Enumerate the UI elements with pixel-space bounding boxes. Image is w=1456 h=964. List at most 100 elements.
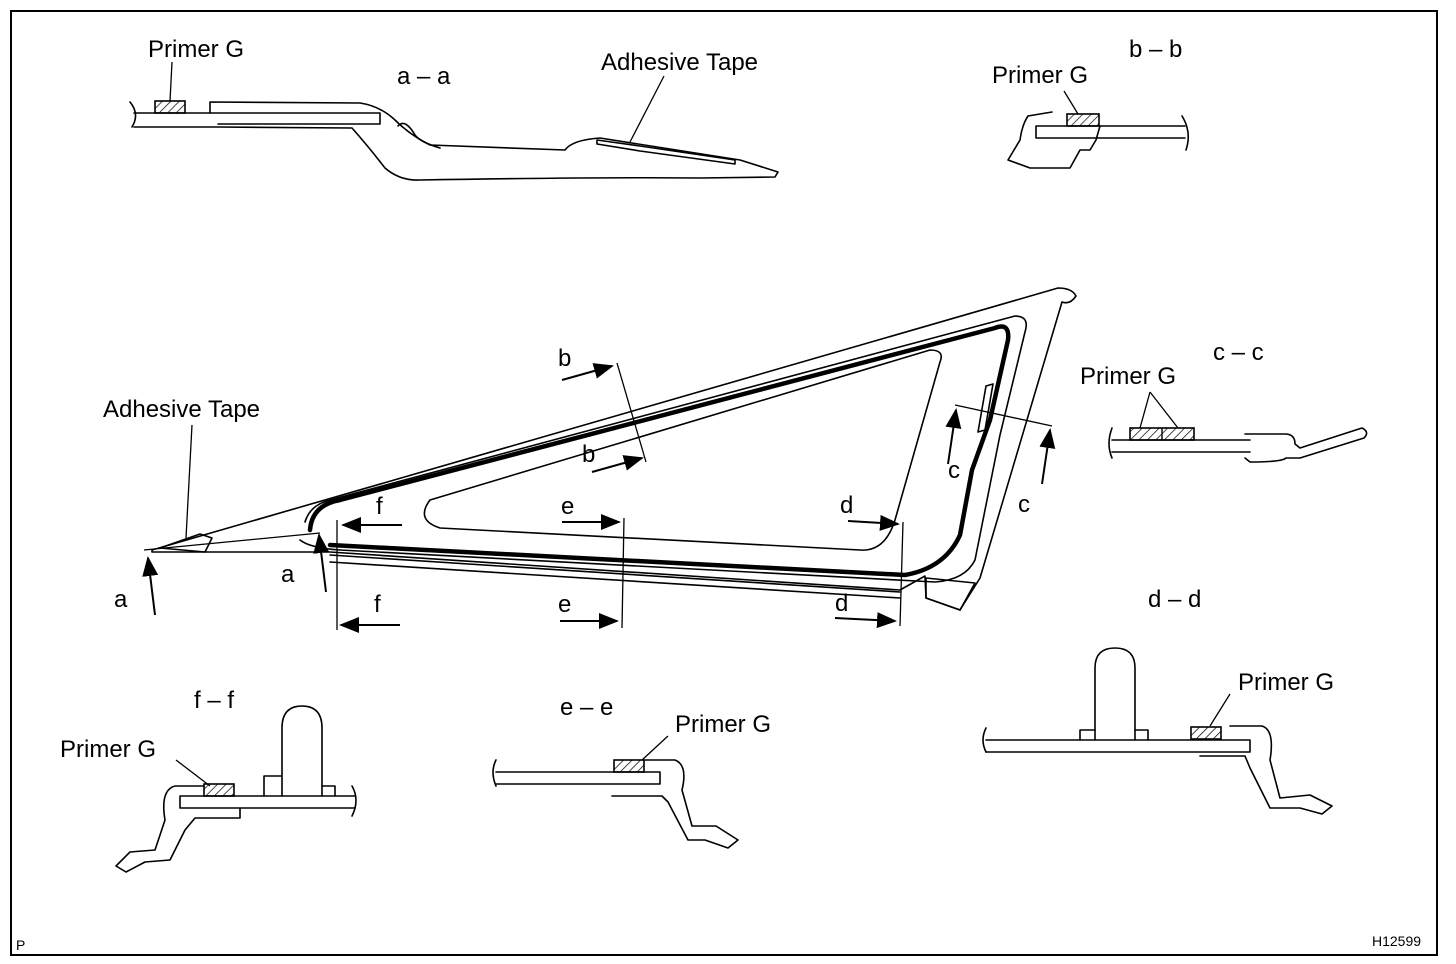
cut-label-f-bottom: f [374,591,381,618]
primer-pointer-ee [641,735,669,761]
cut-marker-b: b b [558,345,647,473]
break-line-ff [351,785,357,817]
adhesive-tape-label-main: Adhesive Tape [103,396,260,423]
cut-arrow-d-top [847,514,900,531]
primer-patch-dd [1190,726,1222,740]
glass-ff [179,795,356,809]
figure-frame [10,10,1438,956]
cut-label-c-right: c [1018,491,1030,518]
cut-line-a [143,532,321,551]
cut-label-d-bottom: d [835,590,848,617]
break-line-cc [1108,427,1113,459]
cut-arrow-a-right [313,533,330,593]
stud-ff [281,705,323,797]
cut-arrow-c-right [1039,428,1056,485]
stud-base-dd [1079,729,1149,741]
primer-g-label-dd: Primer G [1238,669,1334,696]
adhesive-tape-strip-aa [596,139,736,165]
adhesive-bead [307,324,1011,578]
cut-arrow-d-bottom [834,612,897,629]
primer-pointer-cc-2 [1149,391,1179,429]
primer-pointer-aa [169,61,173,102]
cut-arrow-a-left [142,556,159,616]
primer-g-label-ee: Primer G [675,711,771,738]
section-b-b: b – b Primer G [992,36,1190,169]
figure-code: H12599 [1372,933,1421,949]
cut-line-d [899,521,904,627]
primer-patch-ff [203,783,235,797]
primer-pointer-dd [1209,693,1231,727]
break-line-ee [492,759,497,787]
cut-label-f-top: f [376,493,383,520]
tip-adhesive-tape [159,533,213,553]
cut-label-a-left: a [114,586,128,613]
section-ff-title: f – f [194,687,234,714]
molding-dd [1199,725,1333,815]
cut-label-e-top: e [561,493,574,520]
break-line-bb [1181,115,1190,151]
cut-arrow-b-top [561,363,614,381]
cut-marker-e: e e [558,493,625,629]
section-f-f: f – f Primer G [60,687,357,873]
section-e-e: e – e Primer G [492,694,771,849]
cut-line-c [954,404,1053,427]
corner-tab [925,577,976,611]
cut-line-e [621,517,625,629]
primer-pointer-ff [175,759,211,787]
primer-g-label-ff: Primer G [60,736,156,763]
cut-marker-f: f f [336,493,402,633]
cut-label-b-bottom: b [582,441,595,468]
section-dd-title: d – d [1148,586,1201,613]
cut-arrow-b-bottom [591,455,644,473]
glass-ee [495,771,661,785]
break-line-aa [129,101,137,128]
section-aa-title: a – a [397,63,451,90]
clip-aa [397,122,441,149]
primer-pointer-cc-1 [1139,391,1151,429]
section-cc-title: c – c [1213,339,1264,366]
section-a-a: Primer G a – a Adhesive Tape [129,36,779,181]
section-c-c: c – c Primer G [1080,339,1368,463]
primer-g-label-aa: Primer G [148,36,244,63]
molding-cc [1244,427,1368,463]
molding-ee [611,759,739,849]
molding-ff [115,785,241,873]
c-strip [977,383,994,433]
tape-pointer-aa [629,75,665,143]
cut-marker-a: a a [114,532,330,616]
section-ee-title: e – e [560,694,613,721]
stud-dd [1094,647,1136,741]
cut-label-a-right: a [281,561,295,588]
cut-arrow-c-left [945,408,962,465]
section-d-d: d – d Primer G [982,586,1334,815]
primer-patch-bb [1066,113,1100,127]
glass-opening [423,349,943,551]
primer-patch-aa [154,100,186,114]
section-bb-title: b – b [1129,36,1182,63]
cut-label-c-left: c [948,457,960,484]
cut-line-b [616,362,647,463]
primer-g-label-bb: Primer G [992,62,1088,89]
adhesive-tape-label-aa: Adhesive Tape [601,49,758,76]
primer-patch-ee [613,759,645,773]
tape-pointer-main [185,424,193,539]
primer-pointer-bb [1063,90,1079,115]
cut-marker-d: d d [834,492,904,629]
cut-label-b-top: b [558,345,571,372]
primer-g-label-cc: Primer G [1080,363,1176,390]
glass-panel-aa [133,101,779,181]
cut-label-d-top: d [840,492,853,519]
glass-dd [985,739,1251,753]
window-molding-edge [299,315,1028,583]
break-line-dd [982,727,987,753]
corner-label-p: P [16,937,25,953]
molding-bb [1007,111,1101,169]
cut-label-e-bottom: e [558,591,571,618]
glass-cc [1111,439,1251,453]
stud-base-ff [263,775,336,797]
glass-bb [1035,125,1186,139]
glass-inner-aa [209,112,381,125]
cut-marker-c: c c [945,404,1056,518]
lower-frame-lines [329,554,901,599]
